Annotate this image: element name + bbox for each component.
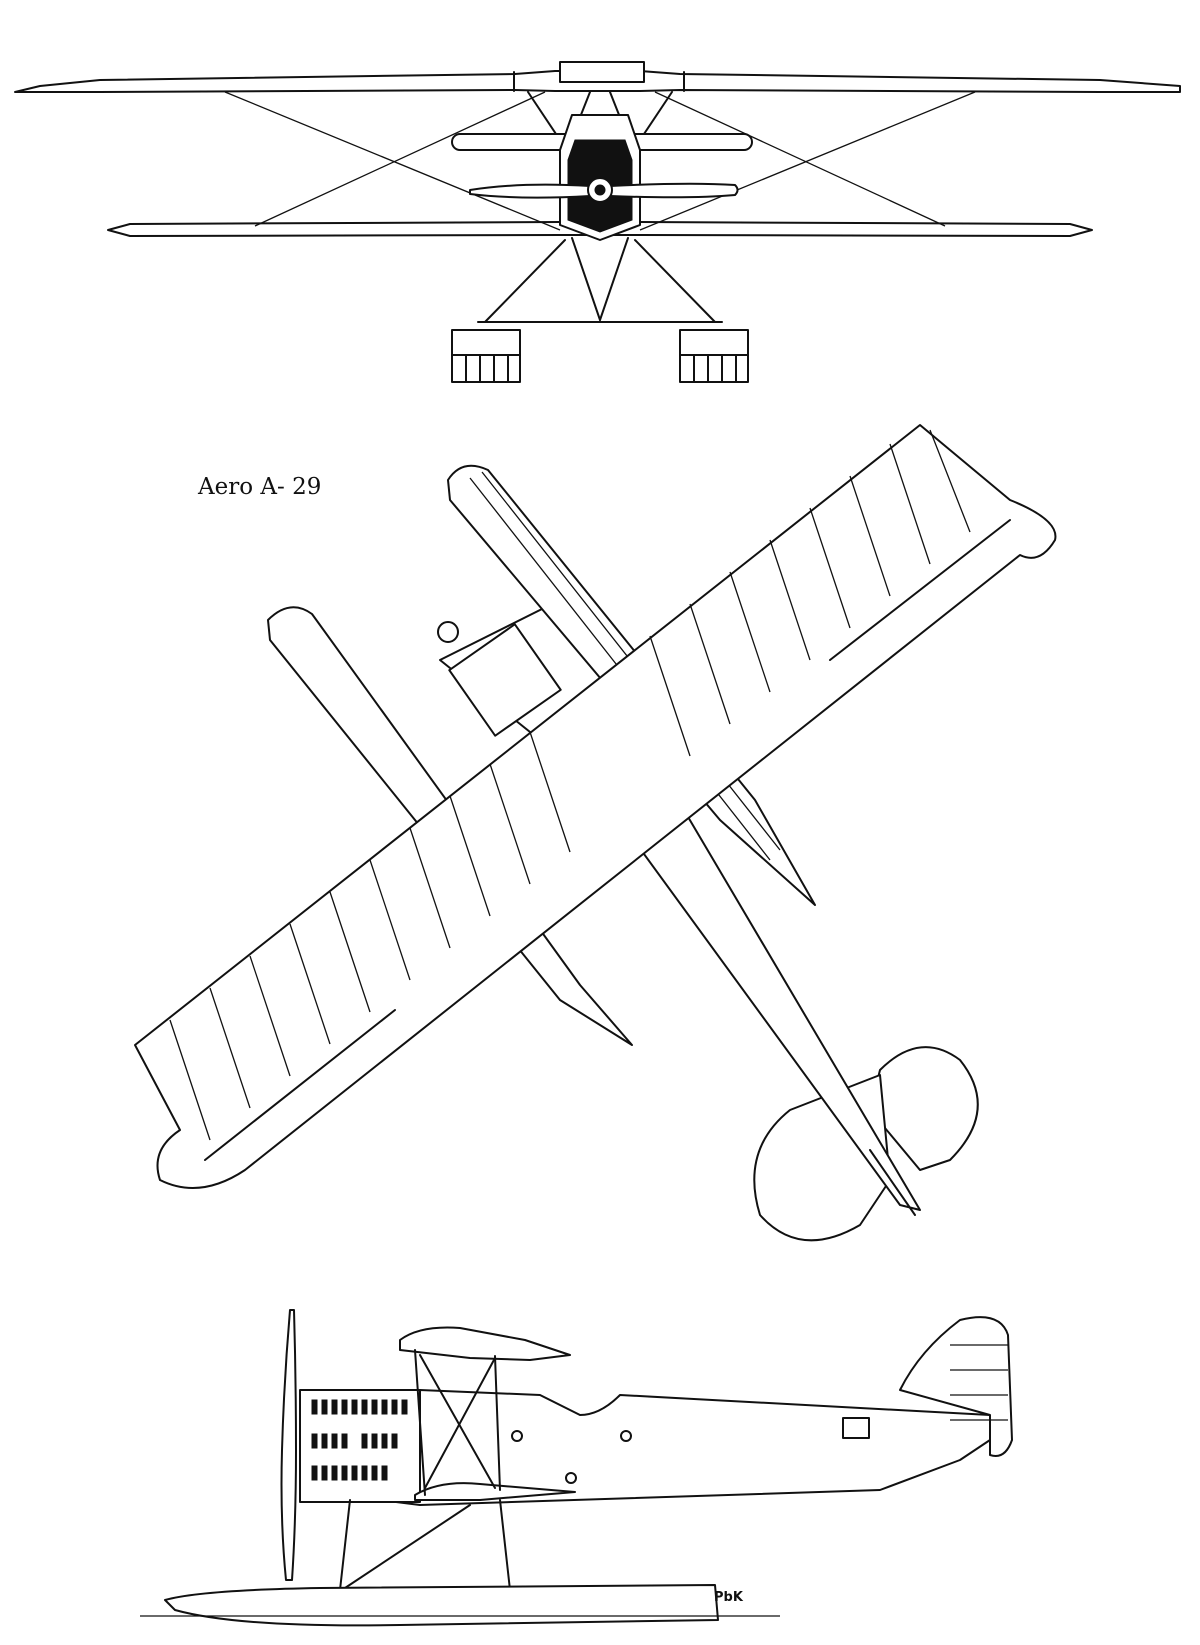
front-right-float xyxy=(679,329,749,383)
side-louvres xyxy=(311,1399,408,1481)
side-fuselage xyxy=(299,1389,991,1506)
top-spinner xyxy=(437,621,459,643)
top-tailplane xyxy=(869,1046,979,1171)
artist-signature: PbK xyxy=(714,1590,743,1605)
top-engine xyxy=(448,623,562,737)
side-window xyxy=(842,1417,870,1439)
side-float xyxy=(164,1584,719,1627)
drawing-title: Aero A- 29 xyxy=(198,474,322,500)
side-tail-fin xyxy=(899,1316,1013,1457)
front-centre-section xyxy=(559,61,645,83)
side-view xyxy=(140,1309,1013,1627)
front-view xyxy=(14,61,1181,383)
side-upper-wing xyxy=(399,1326,571,1361)
front-left-float xyxy=(451,329,521,383)
top-wing-ribs xyxy=(169,429,971,1141)
side-propeller xyxy=(280,1309,297,1581)
side-engine-cowling xyxy=(299,1389,421,1503)
top-view xyxy=(134,424,1057,1242)
